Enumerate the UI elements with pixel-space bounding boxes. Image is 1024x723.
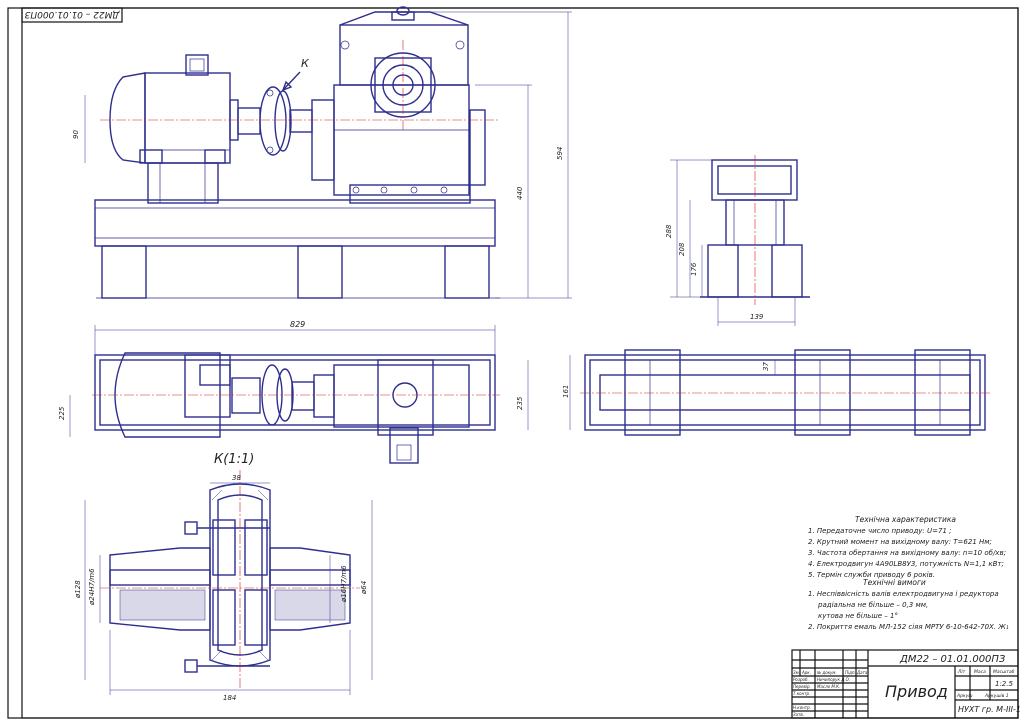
- tech-req-1: 1. Неспіввісність валів електродвигуна і…: [808, 590, 999, 598]
- dim-184: 184: [223, 694, 236, 702]
- dim-208: 208: [678, 242, 686, 256]
- dim-829: 829: [290, 320, 305, 329]
- dim-d64: ø64: [360, 581, 368, 595]
- tb-hdr-sign: Підп.: [845, 670, 856, 675]
- dim-90: 90: [72, 130, 80, 139]
- tb-hdr-sheet: Арк.: [801, 670, 811, 675]
- coupling-detail: К(1:1) 38: [74, 452, 373, 702]
- tb-sheet: Аркуш: [956, 693, 972, 699]
- tb-col-scale: Масштаб: [993, 669, 1015, 675]
- dim-161: 161: [562, 385, 570, 398]
- frame-plan-view: 161 37: [562, 349, 992, 436]
- tb-scale: 1:2.5: [995, 680, 1013, 688]
- tech-req-4: 2. Покриття емаль МЛ-152 сіяя МРТУ 6-10-…: [808, 623, 1009, 631]
- tb-col-lit: Літ: [957, 669, 966, 675]
- tb-doc-code: ДМ22 – 01.01.000ПЗ: [899, 654, 1006, 665]
- dim-176: 176: [690, 262, 698, 276]
- tb-name-2: Масло М.К.: [817, 684, 840, 689]
- tb-title: Привод: [885, 682, 948, 701]
- base-frame: [94, 199, 500, 299]
- plan-view: 829 225 235: [58, 320, 529, 464]
- tb-sheets: Аркушів 1: [984, 693, 1009, 699]
- tb-role-3: Т.контр.: [793, 691, 810, 696]
- dim-d16: ø16H7/m6: [340, 565, 348, 603]
- front-view: 90 440 594 К: [72, 6, 572, 299]
- dim-440: 440: [516, 186, 524, 200]
- side-view: 288 208 176 139: [665, 155, 810, 326]
- corner-stamp: ДМ22 – 01.01.000ПЗ: [21, 7, 123, 23]
- tb-role-6: Затв.: [793, 712, 804, 717]
- tech-char-3: 3. Частота обертання на вихідному валу: …: [808, 549, 1006, 557]
- dim-225: 225: [58, 406, 66, 420]
- worm-gearbox: [311, 6, 486, 204]
- tb-name-1: Ничипорук Д.О.: [817, 677, 850, 682]
- tech-char-1: 1. Передаточне число приводу: U=71 ;: [808, 527, 952, 535]
- corner-stamp-text: ДМ22 – 01.01.000ПЗ: [24, 9, 120, 19]
- tech-notes: Технічна характеристика 1. Передаточне ч…: [808, 515, 1009, 631]
- view-k-title: К(1:1): [214, 452, 254, 467]
- tb-role-5: Н.контр.: [793, 705, 811, 710]
- coupling: [237, 86, 313, 156]
- tb-role-2: Перевір.: [793, 684, 811, 689]
- title-block: Зм. Арк. № докум. Підп. Дата Розроб. Нич…: [791, 649, 1021, 719]
- tb-org: НУХТ гр. М-III-1: [958, 705, 1021, 714]
- dim-d128: ø128: [74, 580, 82, 599]
- dim-37: 37: [762, 362, 770, 371]
- tech-req-title: Технічні вимоги: [863, 578, 926, 587]
- tech-char-2: 2. Крутний момент на вихідному валу: T=6…: [808, 538, 992, 546]
- electric-motor: [109, 54, 239, 164]
- tech-req-2: радіальна не більше – 0,3 мм,: [817, 601, 928, 609]
- dim-594: 594: [556, 147, 564, 160]
- tech-char-5: 5. Термін служби приводу 6 років.: [808, 571, 935, 579]
- tech-char-title: Технічна характеристика: [855, 515, 956, 524]
- view-k-arrow-label: К: [301, 57, 310, 70]
- tb-role-1: Розроб.: [793, 677, 809, 682]
- motor-stand: [147, 162, 219, 204]
- tb-hdr-change: Зм.: [793, 670, 800, 675]
- tb-hdr-doc: № докум.: [816, 670, 837, 675]
- tech-req-3: кутова не більше – 1°: [818, 612, 898, 620]
- dim-235: 235: [516, 396, 524, 410]
- dim-139: 139: [750, 313, 764, 321]
- dim-288: 288: [665, 224, 673, 238]
- tb-col-mass: Маса: [974, 669, 986, 675]
- tb-hdr-date: Дата: [856, 670, 868, 675]
- tech-char-4: 4. Електродвигун 4А90LB8У3, потужність N…: [808, 560, 1004, 568]
- sheet-frame: [7, 7, 1019, 719]
- dim-38: 38: [232, 474, 241, 482]
- dim-d24: ø24H7/m6: [88, 568, 96, 606]
